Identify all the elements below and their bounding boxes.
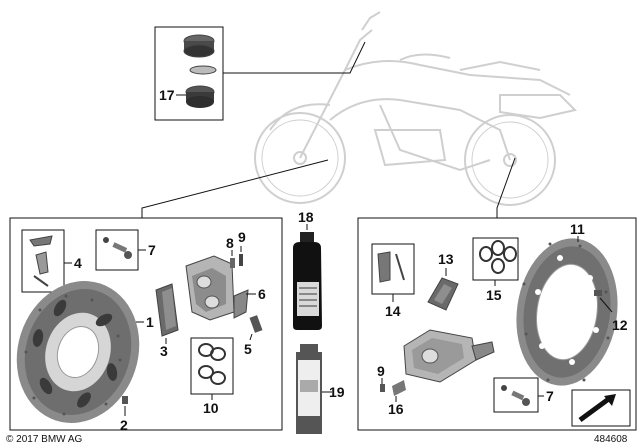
label-13: 13 <box>438 251 454 267</box>
connector-front <box>141 159 329 218</box>
label-19: 19 <box>329 384 345 400</box>
connector-rear <box>496 157 516 218</box>
label-17: 17 <box>159 87 175 103</box>
label-14: 14 <box>385 303 401 319</box>
front-brake-caliper-part <box>185 255 249 321</box>
image-id-text: 484608 <box>594 434 628 445</box>
label-7-front: 7 <box>148 242 156 258</box>
label-6: 6 <box>258 286 266 302</box>
rear-brake-pad-part <box>427 268 459 311</box>
bleeder-valve-front-part <box>230 246 243 268</box>
caliper-bolt-part <box>249 315 263 341</box>
callout-box-10: 10 <box>190 337 234 416</box>
front-brake-pad-part: 3 <box>155 283 179 359</box>
label-5: 5 <box>244 341 252 357</box>
label-7-rear: 7 <box>546 388 554 404</box>
label-9-rear: 9 <box>377 363 385 379</box>
label-9-front: 9 <box>238 229 246 245</box>
callout-box-15: 15 <box>472 237 519 303</box>
label-11: 11 <box>570 221 585 237</box>
label-15: 15 <box>486 287 502 303</box>
reservoir-cap-part <box>183 34 217 108</box>
reference-arrow-icon <box>571 389 631 427</box>
front-brake-disc-part: 1 <box>16 281 154 423</box>
label-8: 8 <box>226 235 234 251</box>
spray-can-part <box>296 344 332 434</box>
label-3: 3 <box>160 343 168 359</box>
callout-box-14: 14 <box>371 243 415 319</box>
label-4: 4 <box>74 255 82 271</box>
rear-brake-disc-part <box>516 236 618 386</box>
callout-box-7-rear: 7 <box>493 377 554 413</box>
label-12: 12 <box>612 317 628 333</box>
label-10: 10 <box>203 400 219 416</box>
label-1: 1 <box>146 314 154 330</box>
bleeder-valve-rear-part <box>380 378 406 402</box>
brake-fluid-bottle-part <box>293 224 322 330</box>
disc-bolt-part: 2 <box>120 396 128 433</box>
callout-box-17: 17 <box>154 26 366 121</box>
callout-box-4: 4 <box>21 229 82 293</box>
rear-disc-bolt-part <box>594 290 613 313</box>
label-2: 2 <box>120 417 128 433</box>
label-16: 16 <box>388 401 404 417</box>
copyright-text: © 2017 BMW AG <box>6 434 83 445</box>
label-18: 18 <box>298 209 314 225</box>
rear-brake-caliper-part <box>403 329 495 383</box>
motorcycle-illustration <box>254 11 577 206</box>
callout-box-7-front: 7 <box>95 229 156 271</box>
